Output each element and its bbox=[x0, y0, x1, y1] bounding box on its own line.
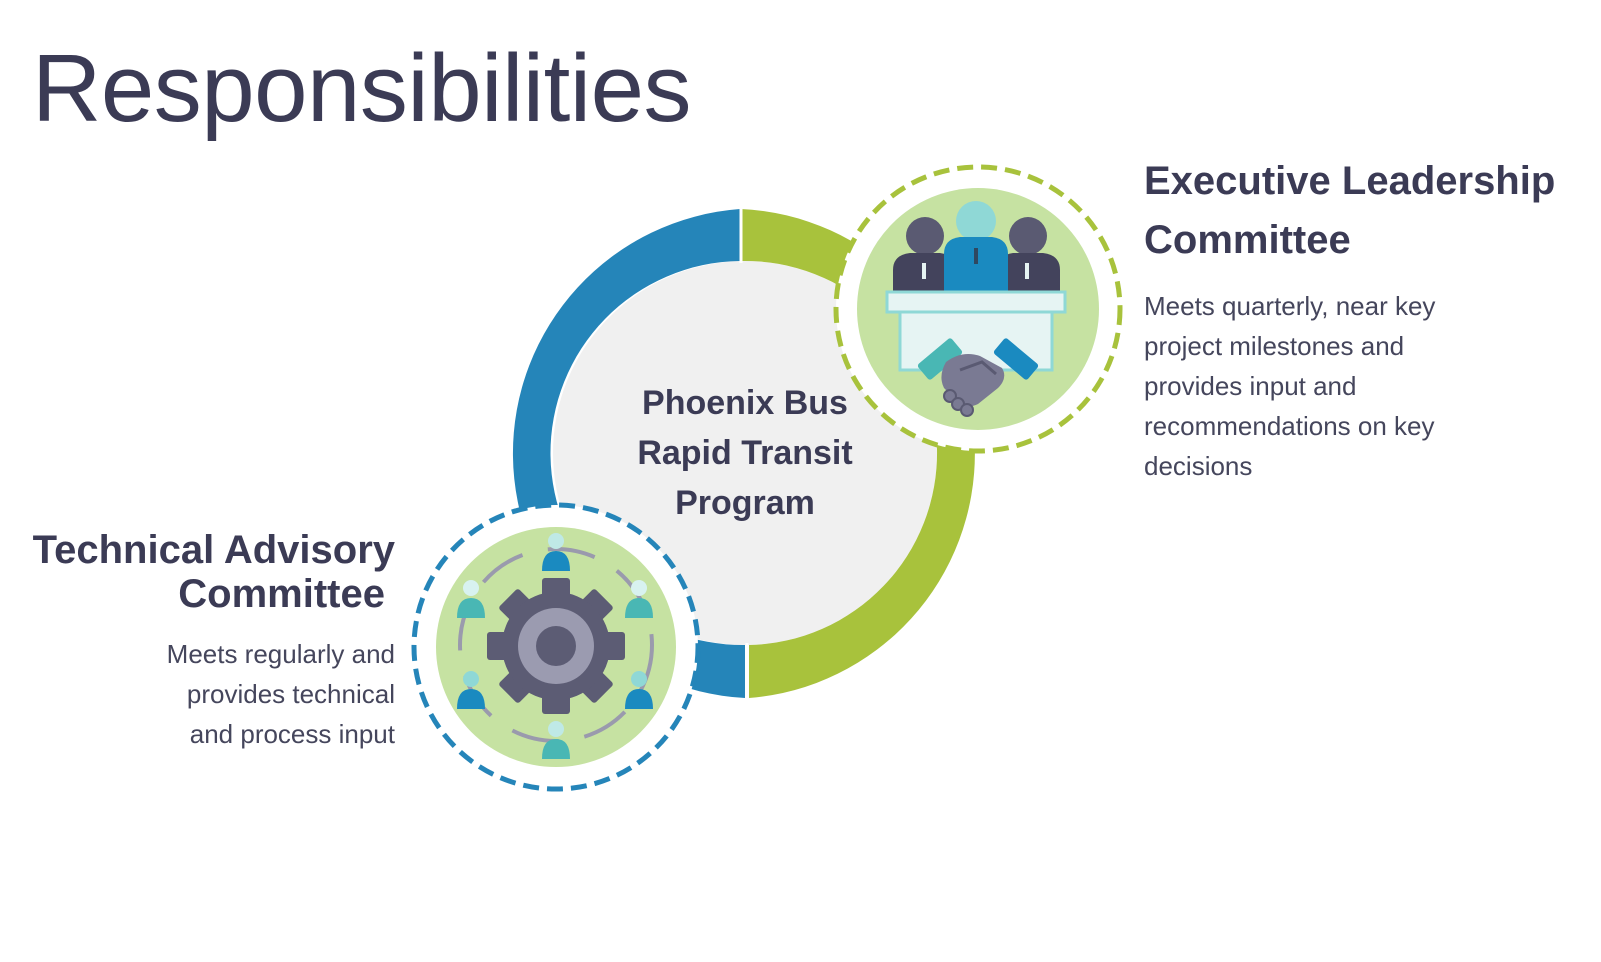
program-name: Phoenix Bus Rapid Transit Program bbox=[600, 378, 890, 528]
heading-line: Committee bbox=[1144, 218, 1351, 262]
description-line: recommendations on key bbox=[1144, 411, 1435, 441]
page-title: Responsibilities bbox=[32, 35, 691, 142]
person-icon-upper-left bbox=[457, 580, 485, 618]
technical-node bbox=[411, 502, 701, 792]
gear-team-icon bbox=[457, 533, 654, 759]
technical-committee-block: Technical Advisory Committee Meets regul… bbox=[0, 528, 395, 754]
executive-committee-block: Executive Leadership Committee Meets qua… bbox=[1144, 152, 1594, 486]
program-name-line: Phoenix Bus bbox=[642, 384, 848, 422]
description-line: Meets quarterly, near key bbox=[1144, 291, 1436, 321]
program-name-line: Program bbox=[675, 484, 815, 522]
heading-line: Committee bbox=[178, 572, 385, 616]
technical-committee-heading: Technical Advisory Committee bbox=[0, 528, 395, 616]
description-line: provides technical bbox=[186, 679, 395, 709]
description-line: provides input and bbox=[1144, 371, 1357, 401]
person-icon-lower-right bbox=[625, 671, 653, 709]
person-icon-upper-right bbox=[625, 580, 653, 618]
description-line: project milestones and bbox=[1144, 331, 1405, 361]
heading-line: Technical Advisory bbox=[32, 528, 395, 572]
program-name-line: Rapid Transit bbox=[637, 434, 853, 472]
description-line: Meets regularly and bbox=[166, 639, 395, 669]
person-icon-top bbox=[542, 533, 570, 571]
executive-committee-heading: Executive Leadership Committee bbox=[1144, 152, 1594, 270]
person-icon-bottom bbox=[542, 721, 570, 759]
person-icon-lower-left bbox=[457, 671, 485, 709]
description-line: decisions bbox=[1144, 451, 1253, 481]
executive-node bbox=[833, 164, 1123, 454]
handshake-meeting-icon bbox=[885, 201, 1067, 417]
executive-committee-description: Meets quarterly, near key project milest… bbox=[1144, 286, 1594, 486]
description-line: and process input bbox=[189, 719, 395, 749]
heading-line: Executive Leadership bbox=[1144, 159, 1556, 203]
technical-committee-description: Meets regularly and provides technical a… bbox=[0, 634, 395, 754]
